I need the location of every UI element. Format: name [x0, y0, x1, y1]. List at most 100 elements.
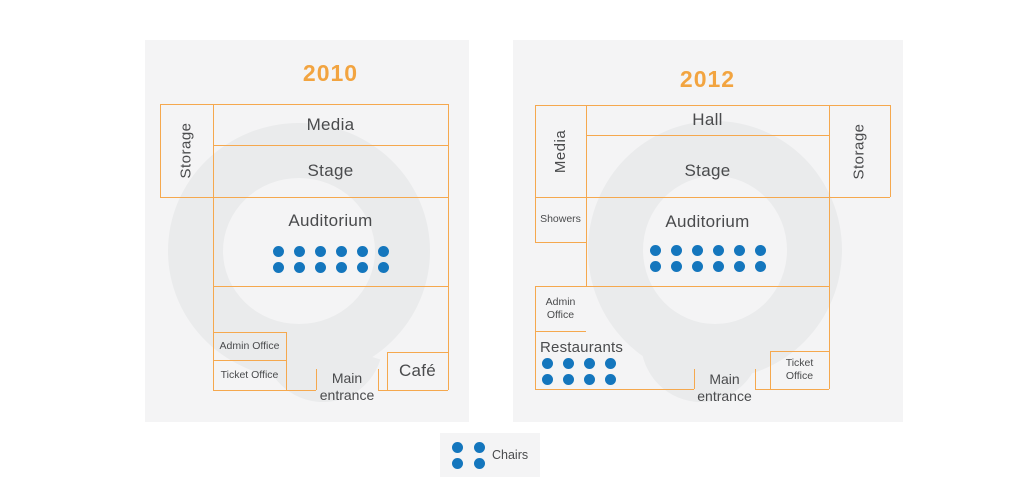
chair-icon [356, 246, 368, 257]
wall-segment [213, 286, 448, 287]
room-ticket-office: Ticket Office [770, 351, 829, 389]
chair-icon [605, 374, 616, 385]
floor-plan-2012-panel: 2012 Media Hall Stage Storage Showers Au… [513, 40, 903, 422]
wall-segment [586, 135, 829, 136]
main-entrance-label: Main entrance [319, 370, 375, 403]
chair-icon [272, 246, 284, 257]
restaurant-chairs [542, 358, 616, 385]
wall-segment [770, 351, 771, 389]
room-label: Hall [692, 110, 723, 129]
wall-segment [770, 351, 829, 352]
chair-icon [314, 262, 326, 273]
chair-row [542, 374, 616, 385]
room-hall: Hall [586, 105, 829, 135]
wall-segment [160, 104, 448, 105]
room-label: Ticket Office [785, 357, 814, 382]
chair-icon [293, 262, 305, 273]
chair-row [272, 262, 389, 273]
room-label: Showers [540, 213, 581, 225]
chair-icon [474, 457, 485, 469]
chair-icon [335, 262, 347, 273]
room-restaurants: Restaurants [540, 339, 624, 356]
chair-icon [605, 358, 616, 369]
chair-icon [377, 246, 389, 257]
room-admin-office: Admin Office [213, 332, 286, 360]
wall-segment [586, 105, 587, 286]
room-stage: Stage [213, 145, 448, 197]
wall-segment [387, 352, 388, 390]
chair-icon [542, 358, 553, 369]
wall-segment [535, 197, 890, 198]
chair-icon [563, 374, 574, 385]
wall-segment [213, 360, 286, 361]
chair-icon [712, 261, 724, 272]
wall-segment [160, 104, 161, 197]
chair-icon [584, 358, 595, 369]
wall-segment [755, 389, 829, 390]
room-label: Stage [684, 161, 731, 180]
entrance-wall-stub [694, 369, 695, 389]
chair-icon [733, 245, 745, 256]
entrance-wall-stub [755, 369, 756, 389]
chair-icon [754, 261, 766, 272]
wall-segment [535, 242, 586, 243]
room-label: Admin Office [219, 339, 280, 352]
room-label: Café [398, 361, 437, 380]
wall-segment [213, 145, 448, 146]
chair-row [272, 246, 389, 257]
room-label: Stage [307, 161, 354, 180]
floor-plan-2010-panel: 2010 Storage Media Stage Auditorium Admi… [145, 40, 469, 422]
wall-segment [213, 390, 316, 391]
legend-chair-icon [452, 441, 485, 469]
chair-icon [314, 246, 326, 257]
room-label: Ticket Office [220, 368, 279, 381]
room-label: Auditorium [665, 212, 750, 231]
chair-row [542, 358, 616, 369]
wall-segment [829, 105, 830, 389]
chair-icon [733, 261, 745, 272]
wall-segment [535, 105, 890, 106]
entrance-wall-stub [316, 369, 317, 390]
chair-icon [563, 358, 574, 369]
wall-segment [160, 197, 448, 198]
chair-icon [474, 441, 485, 453]
chair-icon [272, 262, 284, 273]
room-label: Storage [178, 122, 196, 179]
room-label: Media [551, 129, 569, 173]
chair-icon [335, 246, 347, 257]
chair-icon [754, 245, 766, 256]
chair-row [452, 457, 485, 469]
room-media: Media [213, 104, 448, 145]
entrance-wall-stub [378, 369, 379, 390]
chair-icon [356, 262, 368, 273]
room-cafe: Café [387, 352, 448, 390]
room-stage: Stage [586, 135, 829, 197]
chair-icon [293, 246, 305, 257]
plan-year-title: 2012 [679, 66, 736, 92]
chair-icon [649, 261, 661, 272]
auditorium-chairs [213, 246, 448, 273]
chair-icon [691, 261, 703, 272]
chair-row [649, 245, 766, 256]
wall-segment [535, 105, 536, 242]
chair-icon [377, 262, 389, 273]
room-label: Auditorium [288, 211, 373, 230]
chair-icon [670, 261, 682, 272]
wall-segment [213, 332, 286, 333]
wall-segment [286, 332, 287, 390]
chair-icon [691, 245, 703, 256]
room-label: Media [306, 114, 355, 134]
wall-segment [387, 352, 448, 353]
wall-segment [535, 389, 694, 390]
chair-icon [542, 374, 553, 385]
room-storage: Storage [160, 104, 213, 197]
wall-segment [535, 331, 586, 332]
wall-segment [535, 286, 536, 389]
room-label: Storage [850, 122, 868, 180]
chair-icon [712, 245, 724, 256]
chairs-legend: Chairs [440, 433, 540, 477]
wall-segment [378, 390, 448, 391]
room-auditorium: Auditorium [586, 197, 829, 286]
chair-icon [584, 374, 595, 385]
chair-icon [649, 245, 661, 256]
